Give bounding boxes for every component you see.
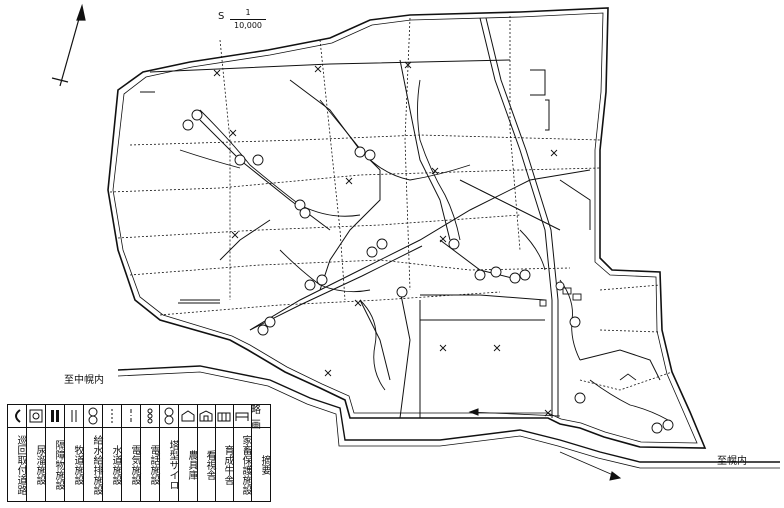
legend-label: 給水給排施設 [91, 435, 102, 495]
legend-label: 牧道施設 [72, 445, 83, 485]
legend-item-electric: 電気施設 [121, 405, 141, 501]
boxed-circle-icon [29, 409, 42, 423]
double-line-icon [71, 410, 76, 422]
legend-label: 看視舎 [204, 450, 215, 480]
legend-label: 巡回取付道路 [15, 435, 26, 495]
legend-item-urine: 尿溜施設 [26, 405, 46, 501]
building-icons [539, 287, 637, 381]
dotted-line-icon [111, 409, 112, 423]
shed-icon [181, 410, 194, 422]
legend-item-barrier: 隔障物施設 [45, 405, 65, 501]
gate-icons [213, 61, 558, 417]
shelter-icon [235, 412, 249, 421]
legend-item-waterworks: 水道施設 [102, 405, 122, 501]
place-label-west: 至中幌内 [64, 375, 104, 386]
legend-item-telephone: 電話施設 [140, 405, 160, 501]
farm-roads [140, 17, 661, 419]
legend-item-watch-house: 看視舎 [197, 405, 216, 501]
place-label-east: 至幌内 [717, 456, 747, 467]
legend-label: 育成牛舎 [222, 445, 233, 485]
dot-dash-icon [130, 409, 131, 423]
legend-label: 家畜保護施設 [240, 435, 251, 495]
house-icon [199, 410, 213, 422]
scale-numerator: 1 [230, 8, 266, 20]
legend-label: 農具庫 [186, 450, 197, 480]
streams [179, 79, 669, 421]
legend-item-silo: 塔型サイロ [159, 405, 179, 501]
double-bar-icon [50, 410, 59, 422]
scale-prefix: S [218, 11, 225, 22]
legend-item-road: 巡回取付道路 [8, 405, 27, 501]
legend-header-label: 略画 [251, 405, 270, 431]
legend-item-livestock-shelter: 家畜保護施設 [233, 405, 252, 501]
scale-fraction: 1 10,000 [230, 8, 266, 31]
legend-item-summary: 略画 摘要 [251, 405, 270, 501]
stacked-circles-icon [88, 407, 97, 425]
access-roads [117, 365, 780, 481]
legend-item-water-supply: 給水給排施設 [83, 405, 103, 501]
pasture-boundary [107, 7, 707, 449]
map-legend: 巡回取付道路 尿溜施設 隔障物施設 牧道施設 給水給排施設 水道施設 電気施設 … [7, 404, 271, 502]
legend-label: 隔障物施設 [53, 440, 64, 490]
legend-label: 摘要 [259, 455, 270, 475]
scale-denominator: 10,000 [234, 21, 262, 30]
legend-item-pasture-road: 牧道施設 [64, 405, 84, 501]
north-arrow-icon [51, 3, 86, 87]
road-curve-icon [15, 409, 21, 423]
legend-label: 水道施設 [110, 445, 121, 485]
circle-chain-icon [147, 408, 152, 424]
double-circle-icon [164, 407, 173, 425]
legend-label: 電気施設 [129, 445, 140, 485]
legend-label: 電話施設 [148, 445, 159, 485]
facility-markers [182, 109, 674, 434]
legend-item-cattle-barn: 育成牛舎 [215, 405, 234, 501]
paddock-dividers [109, 16, 673, 391]
barn-icon [217, 412, 231, 422]
legend-label: 尿溜施設 [34, 445, 45, 485]
legend-label: 塔型サイロ [167, 440, 178, 490]
legend-item-tool-shed: 農具庫 [178, 405, 198, 501]
